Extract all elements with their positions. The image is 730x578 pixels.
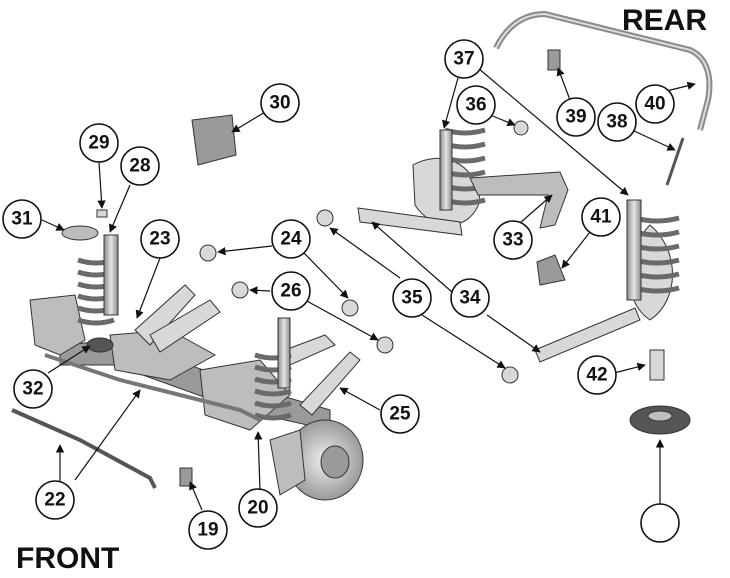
- svg-text:20: 20: [247, 498, 268, 519]
- svg-text:28: 28: [129, 156, 150, 177]
- callout-42: [640, 503, 680, 543]
- svg-text:35: 35: [401, 288, 423, 309]
- svg-text:32: 32: [22, 379, 43, 400]
- svg-text:29: 29: [88, 133, 109, 154]
- leader-lines: [41, 67, 696, 511]
- svg-text:40: 40: [644, 94, 665, 115]
- callout-29: 30: [260, 83, 300, 123]
- callout-25: 25: [380, 394, 420, 434]
- callout-28: 29: [79, 123, 119, 163]
- callout-36: 37: [444, 39, 484, 79]
- callout-26: 26: [271, 271, 311, 311]
- svg-text:24: 24: [280, 229, 302, 250]
- callout-22: 22: [35, 480, 75, 520]
- svg-text:33: 33: [502, 230, 523, 251]
- svg-text:36: 36: [465, 95, 486, 116]
- callout-41: 42: [577, 355, 617, 395]
- svg-text:23: 23: [149, 229, 170, 250]
- svg-text:26: 26: [280, 281, 301, 302]
- callout-19: 19: [188, 510, 228, 550]
- callout-24: 24: [271, 219, 311, 259]
- svg-text:22: 22: [44, 490, 65, 511]
- svg-text:30: 30: [269, 93, 290, 114]
- svg-text:34: 34: [459, 288, 481, 309]
- svg-text:41: 41: [590, 207, 612, 228]
- svg-text:25: 25: [389, 404, 411, 425]
- front-axle-assembly: [11, 114, 394, 501]
- callout-30: 31: [2, 199, 42, 239]
- callout-31: 32: [13, 369, 53, 409]
- callout-39: 40: [635, 84, 675, 124]
- callout-20: 20: [238, 488, 278, 528]
- rear-sway-bar: [493, 10, 713, 131]
- callout-27: 28: [120, 146, 160, 186]
- svg-text:37: 37: [453, 49, 474, 70]
- svg-text:38: 38: [606, 112, 627, 133]
- callout-23: 23: [140, 219, 180, 259]
- callout-33: 34: [450, 278, 490, 318]
- svg-text:19: 19: [197, 520, 218, 541]
- front-label: FRONT: [16, 542, 119, 575]
- callout-35: 36: [456, 85, 496, 125]
- callout-40: 41: [581, 197, 621, 237]
- svg-text:39: 39: [565, 107, 586, 128]
- callout-34: 35: [392, 278, 432, 318]
- rear-label: REAR: [622, 4, 707, 37]
- svg-text:42: 42: [586, 365, 607, 386]
- callout-37: 38: [597, 102, 637, 142]
- callout-38: 39: [556, 97, 596, 137]
- svg-text:31: 31: [11, 209, 33, 230]
- callout-32: 33: [493, 220, 533, 260]
- rear-axle-assembly: [316, 49, 691, 435]
